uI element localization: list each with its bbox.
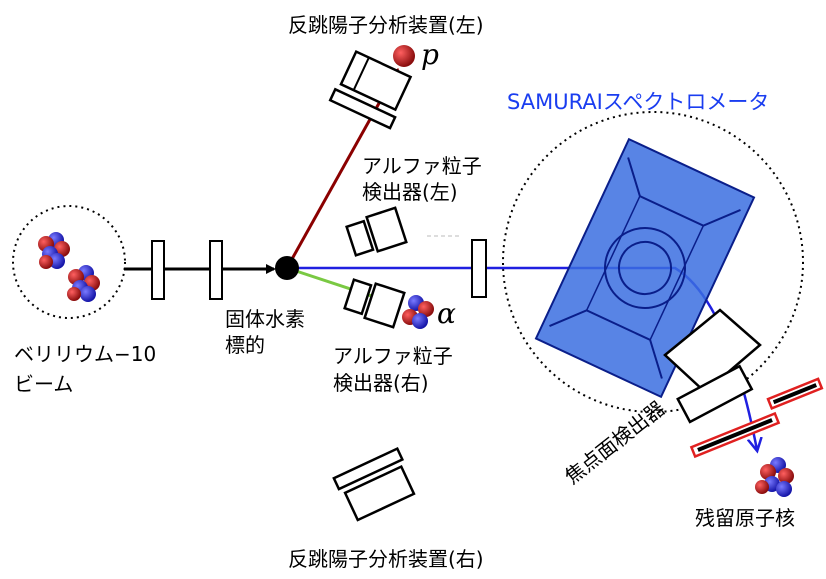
- target-label-line1: 固体水素: [225, 307, 305, 331]
- target-dot: [275, 256, 299, 280]
- focal-plane-detector: [689, 377, 824, 459]
- beam-nucleus-upper: [38, 232, 70, 269]
- proton-particle: [393, 45, 415, 67]
- alpha-detector-left-label-line2: 検出器(左): [362, 180, 458, 204]
- samurai-label: SAMURAIスペクトロメータ: [507, 90, 770, 114]
- target-label-line2: 標的: [225, 333, 265, 357]
- recoil-analyzer-left: [328, 49, 413, 130]
- beam-nucleus-lower: [67, 265, 100, 302]
- alpha-detector-left: [345, 206, 408, 257]
- residual-nucleus: [755, 457, 794, 497]
- samurai-circle: [502, 111, 804, 413]
- recoil-analyzer-right: [332, 446, 416, 522]
- alpha-detector-right: [343, 278, 406, 329]
- residual-nucleus-label: 残留原子核: [695, 506, 795, 530]
- beam-detector-2: [209, 240, 223, 300]
- alpha-detector-right-label-line2: 検出器(右): [333, 371, 429, 395]
- downstream-detector: [471, 239, 487, 298]
- alpha-particle: [402, 295, 434, 329]
- alpha-detector-left-label-line1: アルファ粒子: [362, 154, 482, 178]
- beam-label-line2: ビーム: [14, 372, 74, 396]
- drift-chamber: [676, 364, 754, 424]
- proton-symbol: p: [421, 38, 439, 71]
- beam-source-circle: [12, 205, 126, 319]
- alpha-symbol: α: [437, 297, 456, 330]
- beam-label-line1: ベリリウム−10: [14, 342, 157, 366]
- proton-track: [285, 71, 397, 269]
- recoil-analyzer-left-label: 反跳陽子分析装置(左): [288, 13, 484, 37]
- downstream-chamber: [663, 308, 762, 394]
- samurai-magnet: [534, 137, 756, 399]
- recoil-analyzer-right-label: 反跳陽子分析装置(右): [288, 547, 484, 571]
- alpha-detector-right-label-line1: アルファ粒子: [333, 344, 453, 368]
- beam-detector-1: [151, 240, 165, 300]
